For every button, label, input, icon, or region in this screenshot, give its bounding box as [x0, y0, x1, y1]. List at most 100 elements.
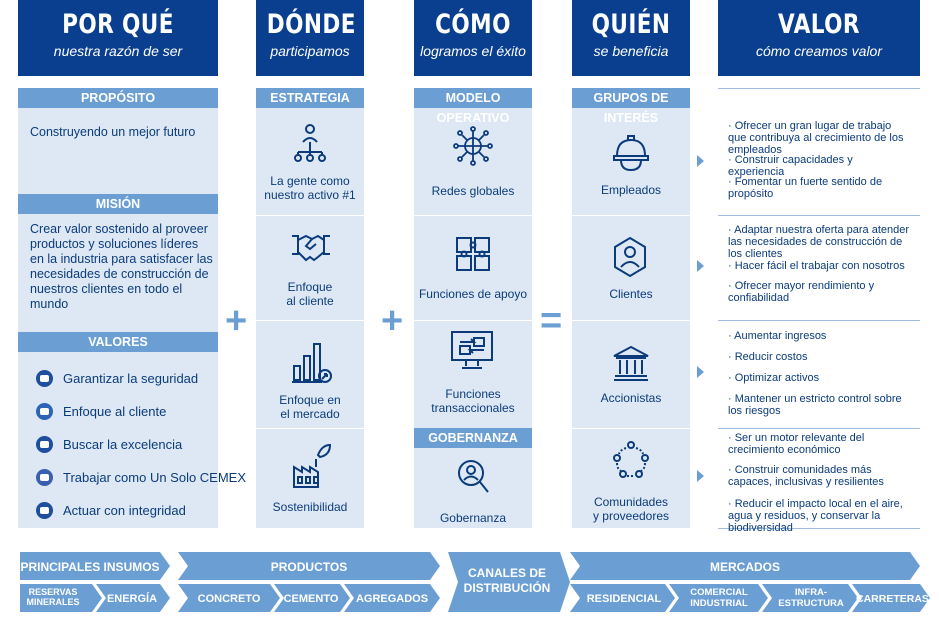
header-title: POR QUÉ [62, 9, 174, 40]
valor-bullet: · Reducir el impacto local en el aire, a… [728, 498, 903, 534]
gobernanza-band: GOBERNANZA [414, 428, 532, 448]
helmet-icon [36, 370, 53, 387]
grupo-item: Clientes [572, 287, 690, 301]
global-network-icon [453, 126, 493, 166]
mision-text: Crear valor sostenido al proveer product… [30, 222, 213, 311]
valor-label: Enfoque al cliente [63, 404, 167, 419]
mision-band: MISIÓN [18, 194, 218, 214]
arrow-marker [697, 366, 704, 378]
separator [572, 320, 690, 321]
header-valor: VALOR cómo creamos valor [718, 0, 920, 76]
header-subtitle: cómo creamos valor [755, 43, 883, 59]
separator [572, 215, 690, 216]
bar-chart-icon [292, 343, 332, 383]
puzzle-icon [456, 237, 490, 271]
mercado-item: INFRA-ESTRUCTURA [778, 587, 844, 609]
item-label: Clientes [609, 287, 653, 301]
item-label: transaccionales [431, 401, 515, 415]
valor-bullet: · Reducir costos [728, 351, 808, 363]
arrow-marker [697, 470, 704, 482]
customer-icon [36, 403, 53, 420]
valor-bullet: · Construir comunidades más capaces, inc… [728, 464, 884, 488]
grupos-interes-band: GRUPOS DE INTERÉS [572, 88, 690, 125]
separator [414, 320, 532, 321]
modelo-item: Redes globales [414, 184, 532, 198]
header-title: DÓNDE [266, 9, 356, 40]
header-subtitle: logramos el éxito [420, 43, 526, 59]
valor-label: Trabajar como Un Solo CEMEX [63, 470, 247, 485]
item-label: Enfoque [287, 280, 333, 294]
globe-icon [36, 469, 53, 486]
value-chain-flow [20, 552, 930, 612]
arrow-marker [697, 155, 704, 167]
producto-item: CONCRETO [197, 593, 261, 605]
mercado-item: RESIDENCIAL [586, 593, 662, 605]
estrategia-item: Sostenibilidad [256, 500, 364, 514]
monitor-icon [451, 331, 493, 369]
header-como: CÓMO logramos el éxito [414, 0, 532, 76]
valor-item: Enfoque al cliente [36, 403, 166, 420]
valor-bullet: · Mantener un estricto control sobre los… [728, 393, 902, 417]
valor-bullet: · Ofrecer un gran lugar de trabajo que c… [728, 120, 904, 156]
separator [256, 215, 364, 216]
item-label: Funciones [445, 387, 501, 401]
item-label: La gente como [270, 174, 350, 188]
porque-panel [18, 88, 218, 528]
valor-item: Actuar con integridad [36, 502, 186, 519]
item-label: Enfoque en [279, 393, 341, 407]
estrategia-band: ESTRATEGIA [256, 88, 364, 108]
modelo-operativo-band: MODELO OPERATIVO [414, 88, 532, 125]
header-title: VALOR [778, 9, 860, 40]
plus-operator: + [225, 300, 248, 342]
valor-bullet: · Optimizar activos [728, 372, 820, 384]
community-icon [613, 441, 649, 478]
arrow-marker [697, 260, 704, 272]
divider [718, 88, 920, 89]
producto-item: CEMENTO [283, 593, 339, 605]
item-label: Comunidades [593, 495, 669, 509]
grupo-item: Accionistas [572, 391, 690, 405]
valor-bullet: · Hacer fácil el trabajar con nosotros [728, 260, 905, 272]
valor-bullet: · Construir capacidades y experiencia [728, 154, 853, 178]
item-label: Sostenibilidad [272, 500, 348, 514]
insumos-label: PRINCIPALES INSUMOS [20, 560, 160, 574]
valor-item: Trabajar como Un Solo CEMEX [36, 469, 246, 486]
mercados-label: MERCADOS [709, 560, 780, 574]
valor-label: Actuar con integridad [63, 503, 186, 518]
valor-bullet: · Fomentar un fuerte sentido de propósit… [728, 176, 883, 200]
valor-bullet: · Aumentar ingresos [728, 330, 827, 342]
item-label: nuestro activo #1 [264, 188, 356, 202]
separator [572, 428, 690, 429]
mercado-item: CARRETERAS [856, 593, 929, 605]
item-label: Accionistas [600, 391, 662, 405]
proposito-band: PROPÓSITO [18, 88, 218, 108]
producto-item: AGREGADOS [355, 593, 429, 605]
document-icon [36, 502, 53, 519]
hardhat-icon [613, 135, 649, 172]
item-label: al cliente [286, 294, 334, 308]
handshake-icon [292, 234, 330, 262]
item-label: y proveedores [592, 509, 670, 523]
header-quien: QUIÉN se beneficia [572, 0, 690, 76]
valor-label: Garantizar la seguridad [63, 371, 199, 386]
people-network-icon [294, 124, 326, 162]
header-subtitle: participamos [270, 43, 350, 59]
valor-panel: · Ofrecer un gran lugar de trabajo que c… [718, 88, 920, 534]
governance-magnifier-icon [458, 460, 489, 493]
equals-operator: = [540, 300, 563, 342]
factory-leaf-icon [293, 443, 332, 488]
header-title: QUIÉN [591, 9, 671, 40]
item-label: Funciones de apoyo [418, 287, 528, 301]
bank-icon [613, 345, 649, 381]
divider [718, 528, 920, 529]
separator [414, 215, 532, 216]
plus-operator: + [381, 300, 404, 342]
divider [718, 428, 920, 429]
separator [256, 428, 364, 429]
productos-label: PRODUCTOS [270, 560, 348, 574]
separator [256, 320, 364, 321]
